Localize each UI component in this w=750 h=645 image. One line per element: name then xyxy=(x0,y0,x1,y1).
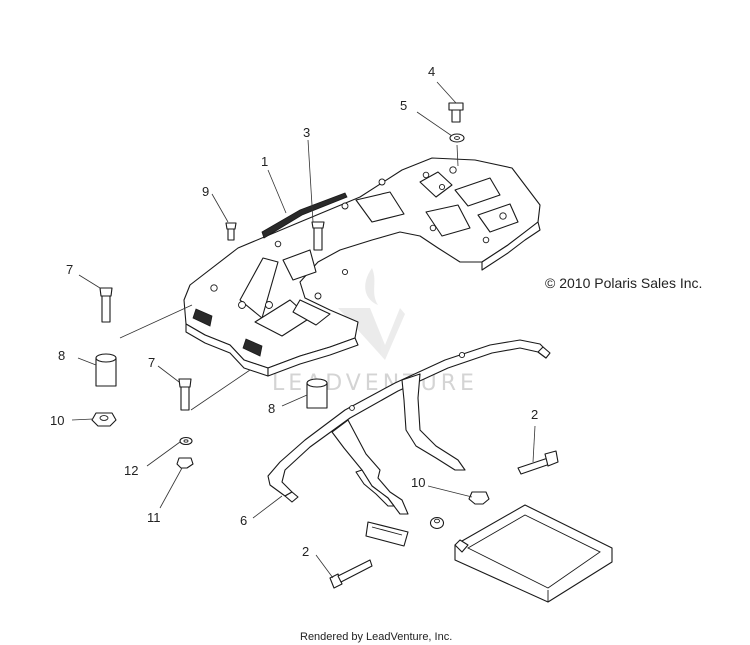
callout-9: 9 xyxy=(202,184,209,199)
callout-8-left: 8 xyxy=(58,348,65,363)
callout-12: 12 xyxy=(124,463,138,478)
watermark-text: LEADVENTURE xyxy=(272,371,478,396)
callout-7-upper: 7 xyxy=(66,262,73,277)
spacer-8-left xyxy=(95,353,117,387)
nut-11 xyxy=(176,457,194,469)
washer-5 xyxy=(449,133,465,143)
callout-5: 5 xyxy=(400,98,407,113)
bolt-7-lower xyxy=(178,378,192,411)
leader-lines xyxy=(71,81,536,579)
bolt-2-right xyxy=(517,450,559,475)
callout-2-lower: 2 xyxy=(302,544,309,559)
washer-12 xyxy=(179,436,193,446)
callout-2-right: 2 xyxy=(531,407,538,422)
spacer-8-right xyxy=(306,378,328,409)
callout-6: 6 xyxy=(240,513,247,528)
callout-10-right: 10 xyxy=(411,475,425,490)
nut-10-left xyxy=(91,412,117,427)
bolt-2-lower xyxy=(329,559,373,589)
nut-10-right xyxy=(429,491,490,530)
callout-11: 11 xyxy=(147,510,161,525)
callout-4: 4 xyxy=(428,64,435,79)
reflector-plate xyxy=(365,521,409,547)
screw-4 xyxy=(448,102,464,123)
callout-1: 1 xyxy=(261,154,268,169)
callout-3: 3 xyxy=(303,125,310,140)
footer-credit: Rendered by LeadVenture, Inc. xyxy=(300,631,452,643)
callout-8-right: 8 xyxy=(268,401,275,416)
callouts: 1 3 4 5 9 7 8 7 8 10 12 11 6 10 2 2 xyxy=(50,64,538,559)
bolt-3 xyxy=(311,221,325,251)
rear-rack xyxy=(183,157,541,377)
copyright-text: © 2010 Polaris Sales Inc. xyxy=(545,275,702,291)
rack-support-frame xyxy=(267,339,551,515)
callout-10-left: 10 xyxy=(50,413,64,428)
bolt-9 xyxy=(225,222,237,241)
callout-7-lower: 7 xyxy=(148,355,155,370)
bolt-7-upper xyxy=(99,287,113,323)
rear-bracket-plate xyxy=(454,504,613,603)
